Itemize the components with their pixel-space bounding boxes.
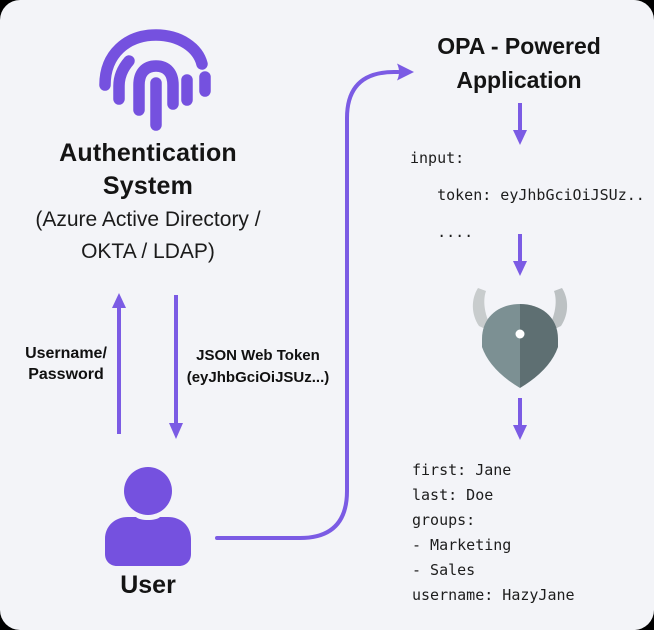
person-icon bbox=[105, 467, 191, 566]
opa-flow-arrow-3 bbox=[513, 398, 527, 440]
username-password-label: Username/ Password bbox=[25, 345, 107, 383]
fingerprint-icon bbox=[99, 29, 211, 131]
user-to-opa-curved-arrow bbox=[215, 63, 414, 540]
auth-system-title: Authentication System bbox=[59, 139, 237, 200]
auth-system-subtitle: (Azure Active Directory / OKTA / LDAP) bbox=[35, 208, 261, 263]
jwt-label: JSON Web Token (eyJhbGciOiJSUz...) bbox=[186, 347, 330, 386]
opa-flow-arrow-1 bbox=[513, 103, 527, 145]
opa-output-code: first: Jane last: Doe groups: - Marketin… bbox=[412, 461, 575, 604]
opa-helmet-icon bbox=[472, 288, 568, 388]
user-label: User bbox=[120, 571, 176, 599]
opa-input-code: input: token: eyJhbGciOiJSUz.. .... bbox=[410, 149, 645, 241]
opa-app-title: OPA - Powered Application bbox=[437, 33, 601, 93]
